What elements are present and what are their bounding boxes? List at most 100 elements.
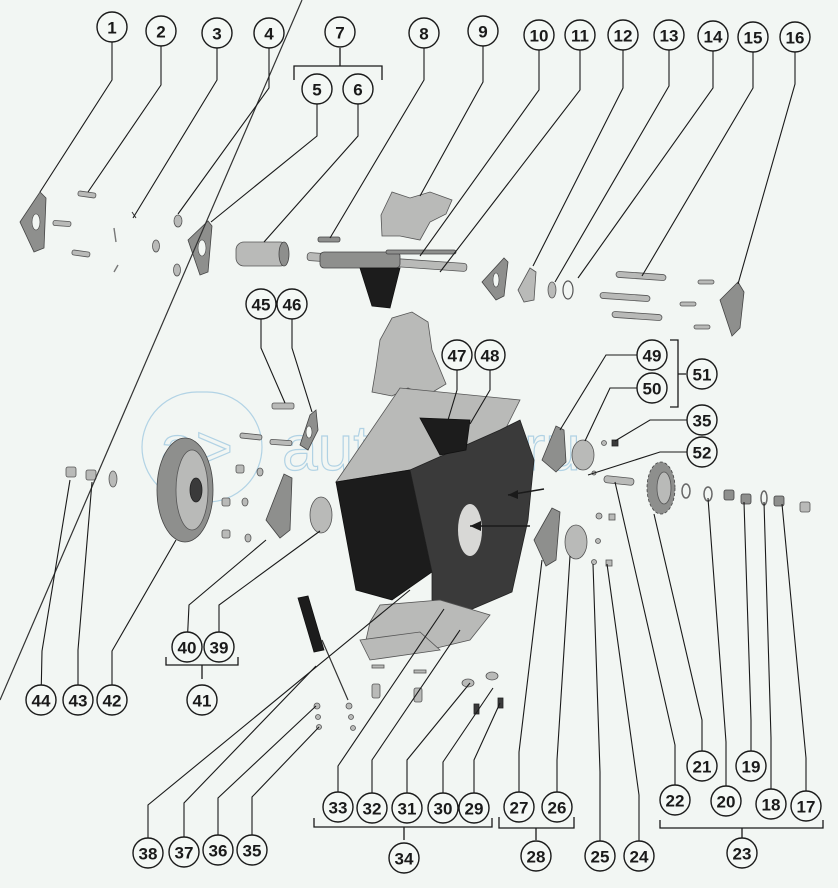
callout-circle [790,790,822,822]
part-long-bolts [599,271,715,330]
leader-line-13 [554,35,670,283]
leader-line-39 [218,530,321,647]
callout-number: 37 [175,844,194,863]
callout-1: 1 [96,11,128,43]
part-flange-49 [541,425,567,473]
callout-3: 3 [201,17,233,49]
callout-6: 6 [342,73,374,105]
callout-32: 32 [356,792,388,824]
callout-number: 1 [107,19,116,38]
leader-line-18 [763,501,772,804]
callout-circle [145,15,177,47]
part-block-9 [380,191,453,241]
callout-11: 11 [564,19,596,51]
callout-9: 9 [467,15,499,47]
callout-number: 35 [243,842,262,861]
callout-40: 40 [171,631,203,663]
callout-number: 27 [510,799,529,818]
callout-number: 16 [786,29,805,48]
callout-circle [245,288,277,320]
leader-line-20 [707,497,727,801]
callout-number: 33 [329,799,348,818]
leader-line-12 [532,35,624,267]
callout-number: 49 [643,347,662,366]
part-shaft-10-11 [306,249,468,309]
callout-circle [584,840,616,872]
callout-44: 44 [25,684,57,716]
callout-circle [171,631,203,663]
callout-31: 31 [391,792,423,824]
callout-circle [520,840,552,872]
callout-circle [623,840,655,872]
callout-number: 24 [630,848,649,867]
callout-number: 32 [363,800,382,819]
callout-circle [391,792,423,824]
callout-42: 42 [96,684,128,716]
part-bottom-bolts [371,664,504,715]
callout-circle [427,792,459,824]
part-blade-hardware [313,702,356,731]
callout-39: 39 [203,631,235,663]
callout-7: 7 [324,16,356,48]
callout-circle [186,684,218,716]
callout-number: 10 [530,27,549,46]
callout-number: 34 [395,850,414,869]
callout-circle [686,750,718,782]
leader-line-17 [781,503,807,806]
callout-number: 11 [571,27,589,46]
callout-43: 43 [62,684,94,716]
part-pulley-42 [156,437,214,543]
leader-line-4 [177,33,270,215]
callout-circle [755,788,787,820]
callout-34: 34 [388,842,420,874]
callout-8: 8 [408,17,440,49]
callout-circle [607,19,639,51]
leader-line-24 [606,563,640,856]
group-bracket-34 [313,818,493,840]
callout-circle [276,288,308,320]
callout-circle [779,21,811,53]
callout-circle [653,19,685,51]
part-sleeve-6 [235,241,290,267]
callout-45: 45 [245,288,277,320]
callout-15: 15 [737,21,769,53]
callout-circle [541,791,573,823]
callout-circle [342,73,374,105]
callout-number: 51 [693,366,712,385]
callout-number: 43 [69,692,88,711]
callout-number: 46 [283,296,302,315]
group-bracket-28 [498,817,575,840]
callout-number: 48 [481,347,500,366]
callout-51: 51 [686,358,718,390]
part-washer [108,470,118,488]
callout-number: 13 [660,27,679,46]
part-sprocket-21 [646,461,676,515]
part-flange-46 [299,409,319,451]
leader-line-21 [653,513,703,766]
callout-number: 18 [762,796,781,815]
callout-number: 26 [548,799,567,818]
callout-circle [659,784,691,816]
part-flange-27 [533,507,561,567]
callout-circle [301,73,333,105]
leader-line-52 [587,451,702,476]
callout-circle [203,631,235,663]
callout-number: 50 [643,380,662,399]
callout-14: 14 [697,20,729,52]
callout-20: 20 [710,785,742,817]
leader-line-43 [77,481,93,700]
callout-circle [201,17,233,49]
callout-number: 9 [478,23,487,42]
callout-17: 17 [790,790,822,822]
leader-line-10 [419,35,540,257]
callout-circle [636,339,668,371]
callout-number: 8 [419,25,428,44]
leader-line-9 [419,31,484,197]
callout-49: 49 [636,339,668,371]
callout-18: 18 [755,788,787,820]
leader-line-3 [132,33,218,219]
part-bolt-45 [271,402,295,410]
callout-number: 23 [733,845,752,864]
part-blade-38 [297,595,325,653]
